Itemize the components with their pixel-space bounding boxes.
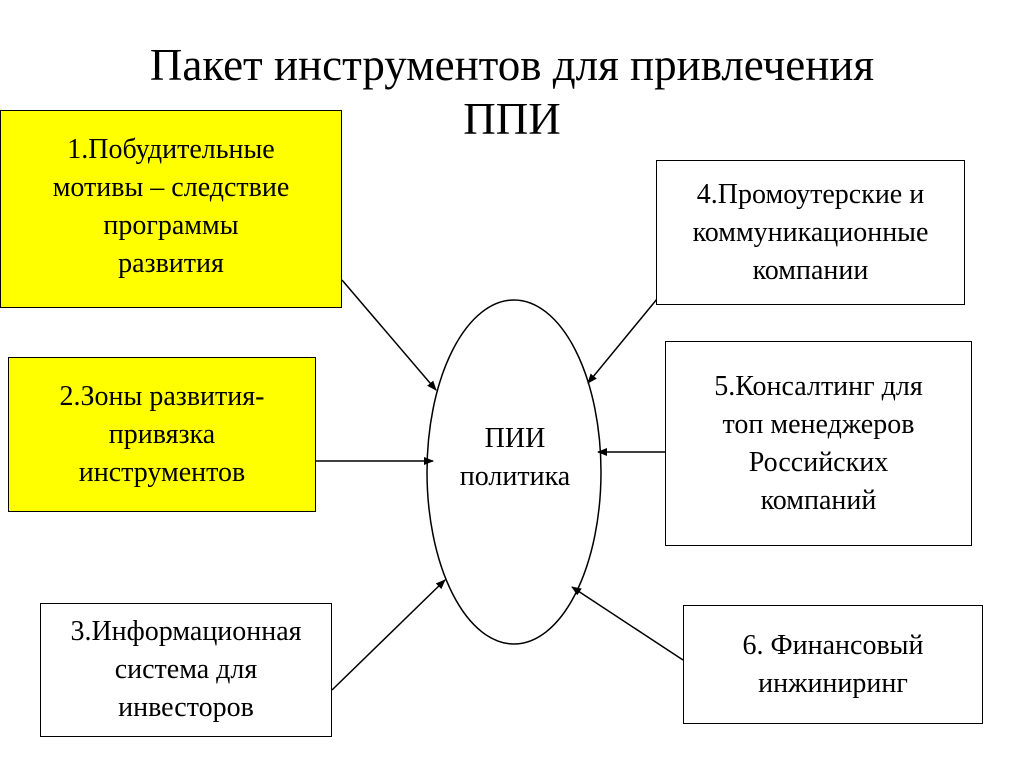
instrument-box-4: 4.Промоутерские и коммуникационные компа…: [656, 160, 965, 305]
arrow-from-box-3: [331, 579, 446, 691]
instrument-box-2: 2.Зоны развития- привязка инструментов: [8, 357, 316, 512]
center-ellipse: [426, 299, 602, 645]
arrow-from-box-6: [571, 586, 684, 661]
instrument-box-5: 5.Консалтинг для топ менеджеров Российск…: [665, 341, 972, 546]
instrument-box-4-text: 4.Промоутерские и коммуникационные компа…: [692, 178, 929, 286]
instrument-box-1: 1.Побудительные мотивы – следствие прогр…: [0, 110, 342, 308]
center-label: ПИИ политика: [459, 423, 571, 492]
instrument-box-3: 3.Информационная система для инвесторов: [40, 603, 332, 737]
instrument-box-1-text: 1.Побудительные мотивы – следствие прогр…: [52, 134, 290, 279]
instrument-box-2-text: 2.Зоны развития- привязка инструментов: [59, 380, 265, 488]
slide-title: Пакет инструментов для привлечения ППИ: [149, 40, 875, 144]
instrument-box-6-text: 6. Финансовый инжиниринг: [742, 629, 924, 699]
instrument-box-3-text: 3.Информационная система для инвесторов: [70, 616, 302, 723]
instrument-box-5-text: 5.Консалтинг для топ менеджеров Российск…: [714, 370, 923, 516]
arrow-from-box-1: [341, 279, 437, 391]
instrument-box-6: 6. Финансовый инжиниринг: [683, 605, 983, 724]
